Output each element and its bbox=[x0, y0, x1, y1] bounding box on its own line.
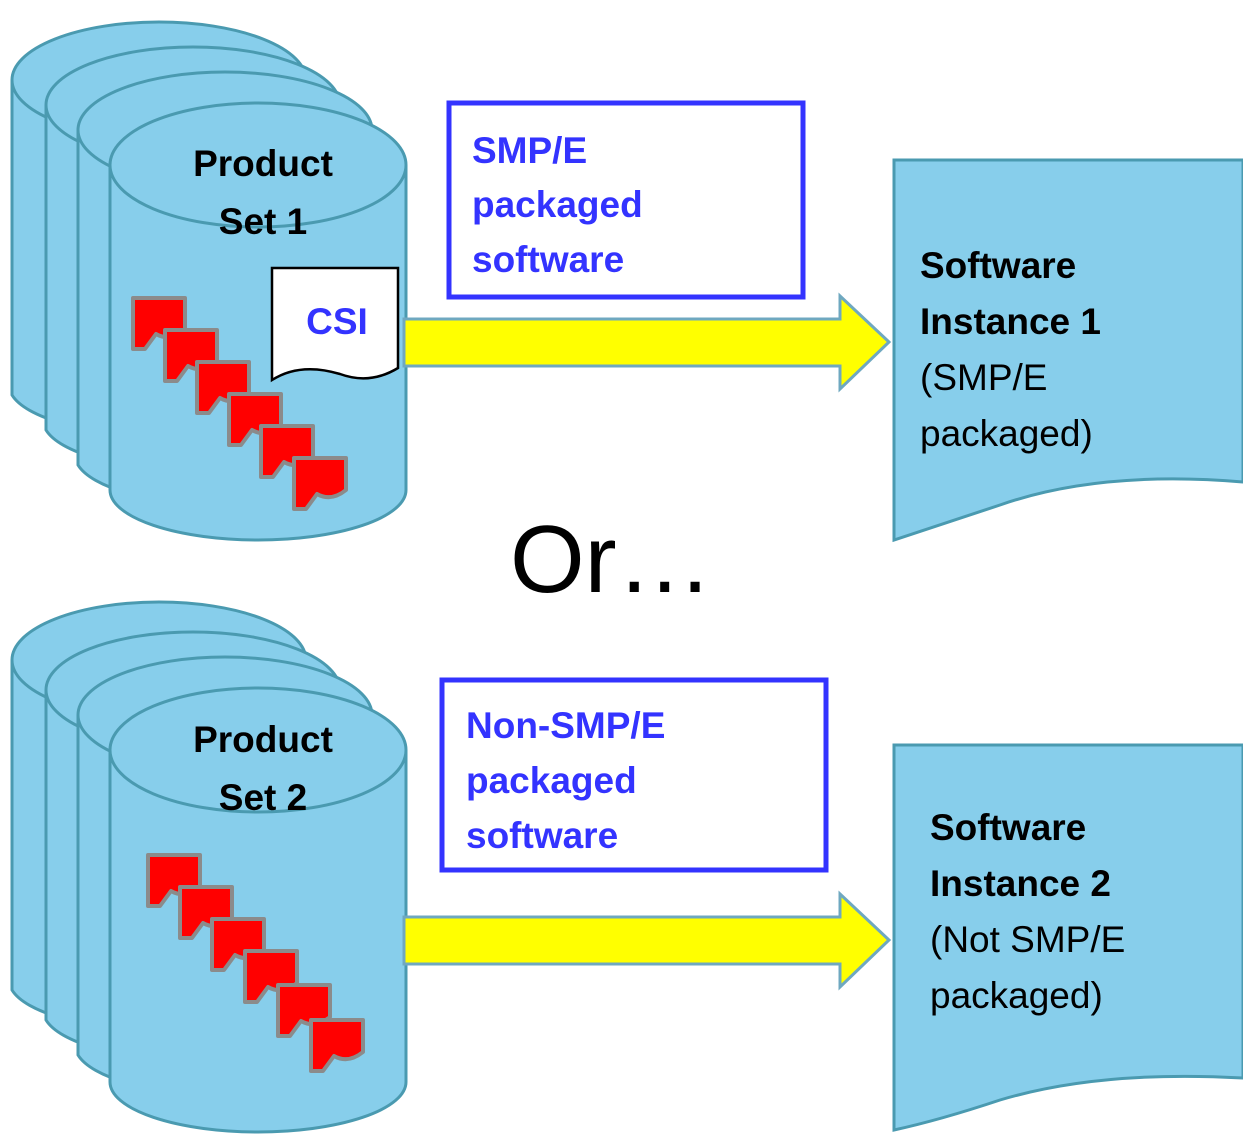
smpe-package-box: SMP/E packaged software bbox=[446, 100, 806, 300]
non-smpe-package-line3: software bbox=[466, 815, 618, 856]
arrow-right-icon bbox=[402, 292, 892, 393]
product-set-1-label-line1: Product bbox=[193, 143, 333, 184]
instance-2-line2: Instance 2 bbox=[930, 863, 1111, 904]
red-documents-1 bbox=[131, 296, 348, 511]
product-set-2-stack: Product Set 2 bbox=[10, 600, 408, 1134]
instance-1-line3: (SMP/E bbox=[920, 357, 1047, 398]
instance-1-line2: Instance 1 bbox=[920, 301, 1101, 342]
cylinder-front bbox=[108, 101, 408, 542]
red-documents-2 bbox=[146, 853, 365, 1073]
red-document-icon bbox=[309, 1018, 365, 1073]
instance-2-line4: packaged) bbox=[930, 975, 1103, 1016]
software-instance-2: Software Instance 2 (Not SMP/E packaged) bbox=[892, 743, 1243, 1132]
or-separator: Or… bbox=[510, 506, 713, 613]
csi-label: CSI bbox=[306, 301, 368, 342]
smpe-package-line1: SMP/E bbox=[472, 130, 587, 171]
non-smpe-package-line1: Non-SMP/E bbox=[466, 705, 665, 746]
instance-2-line1: Software bbox=[930, 807, 1086, 848]
csi-document: CSI bbox=[270, 266, 400, 383]
smpe-package-line3: software bbox=[472, 239, 624, 280]
instance-1-line1: Software bbox=[920, 245, 1076, 286]
instance-1-line4: packaged) bbox=[920, 413, 1093, 454]
smpe-package-line2: packaged bbox=[472, 184, 643, 225]
arrow-right-icon bbox=[402, 890, 892, 991]
product-set-1-label-line2: Set 1 bbox=[219, 201, 307, 242]
non-smpe-package-line2: packaged bbox=[466, 760, 637, 801]
non-smpe-package-box: Non-SMP/E packaged software bbox=[439, 677, 829, 873]
red-document-icon bbox=[292, 456, 348, 511]
product-set-2-label-line1: Product bbox=[193, 719, 333, 760]
software-instance-1: Software Instance 1 (SMP/E packaged) bbox=[892, 158, 1243, 543]
instance-2-line3: (Not SMP/E bbox=[930, 919, 1125, 960]
product-set-1-stack: Product Set 1 CSI bbox=[10, 20, 408, 542]
product-set-2-label-line2: Set 2 bbox=[219, 777, 307, 818]
